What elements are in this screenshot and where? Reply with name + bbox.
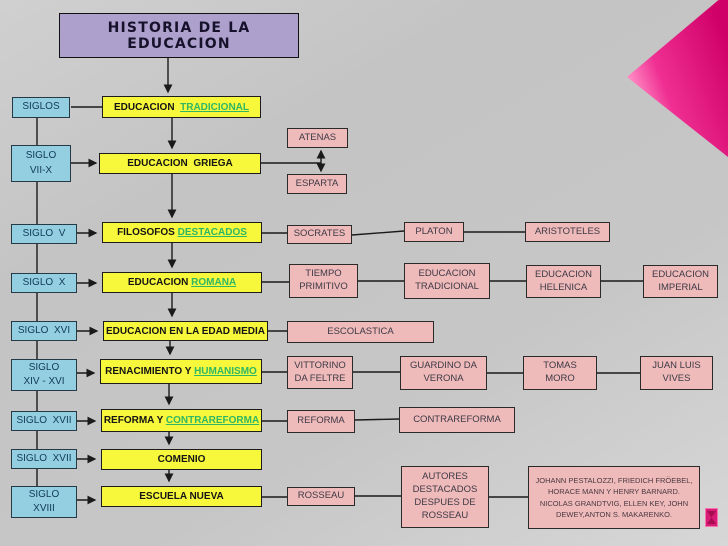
detail-box-rosseau: ROSSEAU (287, 487, 355, 506)
century-label-line2: XIV - XVI (23, 376, 65, 387)
detail-box-socrates: SOCRATES (287, 225, 352, 244)
detail-box-educacion-helenica: EDUCACION HELENICA (526, 265, 601, 298)
detail-box-autores-destacados: AUTORES DESTACADOS DESPUES DE ROSSEAU (401, 466, 489, 528)
stage-link-romana[interactable]: ROMANA (191, 277, 237, 288)
detail-label: AUTORES DESTACADOS DESPUES DE ROSSEAU (412, 471, 478, 521)
detail-label: EDUCACION IMPERIAL (651, 268, 709, 293)
century-label: SIGLO XVII (16, 414, 72, 426)
century-box-siglo-v: SIGLO V (11, 224, 77, 244)
century-label: SIGLO V (22, 227, 66, 239)
detail-box-escolastica: ESCOLASTICA (287, 321, 434, 343)
century-label: SIGLO XVII (16, 452, 72, 464)
stage-box-renacimiento-humanismo: RENACIMIENTO Y HUMANISMO (100, 359, 262, 384)
stage-box-filosofos-destacados: FILOSOFOS DESTACADOS (102, 222, 262, 243)
stage-label: REFORMA Y CONTRAREFORMA (103, 415, 260, 426)
detail-label: ATENAS (298, 131, 337, 143)
stage-label: FILOSOFOS DESTACADOS (117, 227, 247, 238)
detail-label: EDUCACION TRADICIONAL (415, 268, 479, 292)
century-label: SIGLO (25, 150, 57, 161)
detail-box-esparta: ESPARTA (287, 174, 347, 194)
detail-label: JUAN LUIS VIVES (652, 360, 701, 384)
detail-label: VITTORINO DA FELTRE (294, 359, 346, 384)
detail-box-reforma: REFORMA (287, 410, 355, 433)
century-label: SIGLO X (22, 276, 66, 288)
detail-label: ESCOLASTICA (327, 325, 394, 337)
detail-box-aristoteles: ARISTOTELES (525, 222, 610, 242)
title-box: HISTORIA DE LA EDUCACION (59, 13, 299, 58)
detail-label: TIEMPO PRIMITIVO (299, 268, 348, 292)
detail-label: CONTRAREFORMA (413, 413, 501, 425)
stage-link-destacados[interactable]: DESTACADOS (177, 227, 247, 238)
century-box-siglo-xvii-b: SIGLO XVII (11, 449, 77, 469)
stage-label: EDUCACION GRIEGA (127, 158, 233, 169)
detail-box-platon: PLATON (404, 222, 464, 242)
century-box-siglo-xvi: SIGLO XVI (11, 321, 77, 341)
detail-label: REFORMA (297, 415, 345, 427)
detail-box-educacion-tradicional: EDUCACION TRADICIONAL (404, 263, 490, 299)
century-box-siglo-xviii: SIGLO XVIII (11, 486, 77, 518)
century-label: SIGLOS (22, 101, 60, 113)
detail-box-autores-lista: JOHANN PESTALOZZI, FRIEDICH FRÖEBEL, HOR… (528, 466, 700, 529)
century-box-siglo-xiv-xvi: SIGLO XIV - XVI (11, 359, 77, 391)
stage-box-educacion-tradicional: EDUCACION TRADICIONAL (102, 96, 261, 118)
century-label-line2: VII-X (29, 164, 53, 176)
century-label: SIGLO (28, 361, 60, 373)
stage-box-escuela-nueva: ESCUELA NUEVA (101, 486, 262, 507)
detail-label: ROSSEAU (297, 490, 345, 502)
century-label-line2: XVIII (33, 503, 55, 514)
stage-label: EDUCACION EN LA EDAD MEDIA (105, 325, 266, 337)
stage-box-comenio: COMENIO (101, 449, 262, 470)
detail-box-atenas: ATENAS (287, 128, 348, 148)
detail-label: GUARDINO DA VERONA (409, 360, 478, 384)
stage-label: COMENIO (157, 454, 206, 465)
stage-label: RENACIMIENTO Y HUMANISMO (105, 366, 257, 377)
stage-link-contrareforma[interactable]: CONTRAREFORMA (165, 415, 260, 426)
detail-box-tiempo-primitivo: TIEMPO PRIMITIVO (289, 264, 358, 298)
detail-box-contrareforma: CONTRAREFORMA (399, 407, 515, 433)
stage-link-tradicional[interactable]: TRADICIONAL (180, 101, 249, 113)
detail-label: ARISTOTELES (534, 225, 601, 237)
century-box-siglo-x: SIGLO X (11, 273, 77, 293)
stage-label: ESCUELA NUEVA (139, 491, 224, 502)
century-box-siglos: SIGLOS (12, 97, 70, 118)
detail-box-tomas-moro: TOMAS MORO (523, 356, 597, 390)
corner-triangle-decoration (627, 0, 728, 157)
stage-box-reforma-contrareforma: REFORMA Y CONTRAREFORMA (101, 409, 262, 432)
detail-label: ESPARTA (295, 177, 339, 189)
page-title: HISTORIA DE LA EDUCACION (107, 19, 251, 52)
century-label: SIGLO (28, 488, 60, 500)
detail-box-educacion-imperial: EDUCACION IMPERIAL (643, 265, 718, 298)
detail-box-juan-luis-vives: JUAN LUIS VIVES (640, 356, 713, 390)
detail-label: EDUCACION HELENICA (534, 268, 592, 293)
century-label: SIGLO XVI (17, 324, 71, 336)
detail-label: TOMAS MORO (543, 360, 577, 384)
picture-icon (705, 508, 718, 527)
stage-label: EDUCACION ROMANA (127, 277, 237, 288)
detail-box-guardino-da-verona: GUARDINO DA VERONA (400, 356, 487, 390)
detail-label: JOHANN PESTALOZZI, FRIEDICH FRÖEBEL, HOR… (535, 476, 693, 519)
stage-box-educacion-griega: EDUCACION GRIEGA (99, 153, 261, 174)
stage-box-educacion-romana: EDUCACION ROMANA (102, 272, 262, 293)
century-box-siglo-vii-x: SIGLO VII-X (11, 145, 71, 182)
detail-label: SOCRATES (293, 228, 346, 240)
stage-box-educacion-edad-media: EDUCACION EN LA EDAD MEDIA (103, 321, 268, 341)
detail-box-vittorino-da-feltre: VITTORINO DA FELTRE (287, 356, 353, 389)
detail-label: PLATON (415, 225, 453, 237)
stage-link-humanismo[interactable]: HUMANISMO (194, 366, 257, 377)
century-box-siglo-xvii-a: SIGLO XVII (11, 411, 77, 431)
stage-label: EDUCACION TRADICIONAL (113, 101, 249, 113)
